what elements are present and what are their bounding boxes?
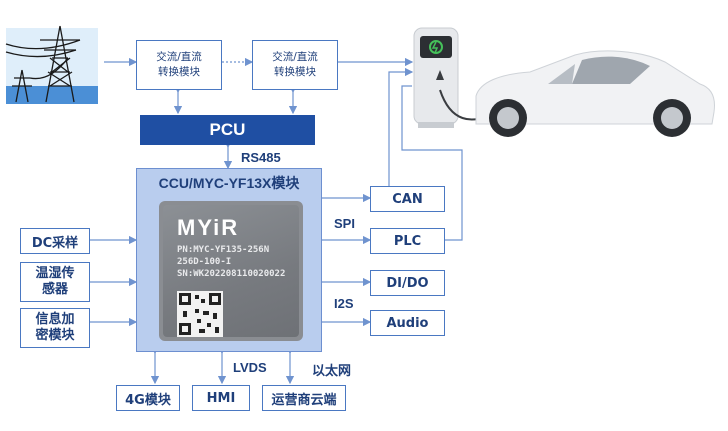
temp-humidity-sensor-box: 温湿传 感器	[20, 262, 90, 302]
ccu-title: CCU/MYC-YF13X模块	[158, 175, 300, 191]
dc-sampling-box: DC采样	[20, 228, 90, 254]
encryption-module-box: 信息加 密模块	[20, 308, 90, 348]
ac-dc-converter-2: 交流/直流 转换模块	[252, 40, 338, 90]
pcu-box: PCU	[140, 115, 315, 145]
cloud-operator-box: 运营商云端	[262, 385, 346, 411]
chip-serial-number: SN:WK202208110020022	[177, 269, 286, 279]
can-box: CAN	[370, 186, 445, 212]
som-chip: MYiR PN:MYC-YF135-256N 256D-100-I SN:WK2…	[159, 201, 303, 341]
ccu-module: CCU/MYC-YF13X模块 MYiR PN:MYC-YF135-256N 2…	[136, 168, 322, 352]
ethernet-label: 以太网	[312, 363, 352, 378]
qr-code-icon	[177, 291, 223, 337]
rs485-label: RS485	[241, 150, 281, 165]
spi-label: SPI	[334, 216, 355, 231]
plc-box: PLC	[370, 228, 445, 254]
hmi-box: HMI	[192, 385, 250, 411]
4g-module-box: 4G模块	[116, 385, 180, 411]
audio-box: Audio	[370, 310, 445, 336]
chip-part-number: PN:MYC-YF135-256N	[177, 245, 270, 255]
ac-dc-converter-1: 交流/直流 转换模块	[136, 40, 222, 90]
myir-logo: MYiR	[177, 215, 240, 240]
lvds-label: LVDS	[233, 360, 267, 375]
power-tower-icon	[5, 25, 98, 104]
dido-box: DI/DO	[370, 270, 445, 296]
chip-variant: 256D-100-I	[177, 257, 232, 267]
electric-car-icon	[475, 50, 715, 137]
charging-station-icon	[413, 27, 501, 128]
i2s-label: I2S	[334, 296, 354, 311]
